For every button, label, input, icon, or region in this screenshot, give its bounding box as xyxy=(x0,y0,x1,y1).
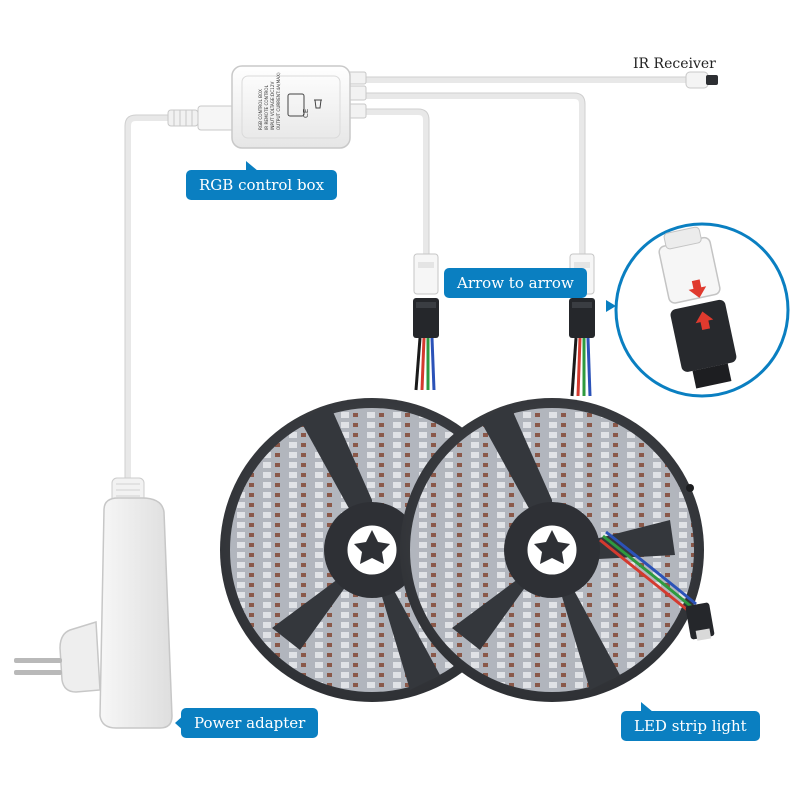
control-box-print-line1: RGB CONTROL BOX xyxy=(258,89,263,130)
led-strip-light-callout: LED strip light xyxy=(621,702,760,741)
strip-end-connector xyxy=(685,602,715,641)
power-cable xyxy=(125,115,198,490)
callout-pointer xyxy=(246,161,258,171)
arrow-up-icon xyxy=(695,311,714,330)
inset-detail xyxy=(606,222,790,398)
box-output-connectors xyxy=(347,71,367,119)
callout-pointer xyxy=(175,714,185,732)
control-box-print: RGB CONTROL BOX IR REMOTE CONTROL INPUT … xyxy=(258,72,281,130)
cables xyxy=(125,77,688,490)
recycle-bin-icon xyxy=(314,99,322,109)
rgb-control-box-label: RGB control box xyxy=(199,176,325,194)
rgb-control-box: RGB CONTROL BOX IR REMOTE CONTROL INPUT … xyxy=(231,65,351,149)
control-box-print-line2: IR REMOTE CONTROL xyxy=(264,84,269,130)
power-adapter-label: Power adapter xyxy=(194,714,306,732)
ce-mark: CE xyxy=(302,109,310,118)
arrow-to-arrow-callout: Arrow to arrow xyxy=(444,268,587,298)
control-box-print-line3: INPUT VOLTAGE:DC12V xyxy=(270,82,275,130)
ir-receiver-label: IR Receiver xyxy=(633,56,716,72)
output-cable-1 xyxy=(355,109,429,256)
power-adapter xyxy=(14,477,173,729)
arrow-down-icon xyxy=(688,279,707,298)
arrow-to-arrow-label: Arrow to arrow xyxy=(457,274,574,292)
power-adapter-callout: Power adapter xyxy=(175,708,319,738)
ir-window-icon xyxy=(287,93,305,117)
led-strip-light-label: LED strip light xyxy=(634,717,747,735)
output-cable-2 xyxy=(355,93,585,256)
control-box-print-line4: OUTPUT CURRENT:4A(MAX) xyxy=(276,72,281,130)
rgb-control-box-callout: RGB control box xyxy=(186,161,338,200)
ir-receiver-plug xyxy=(685,71,718,89)
led-reel-right xyxy=(400,398,715,702)
callout-pointer xyxy=(641,702,653,712)
power-jack xyxy=(167,105,235,131)
connector-left xyxy=(413,253,439,391)
